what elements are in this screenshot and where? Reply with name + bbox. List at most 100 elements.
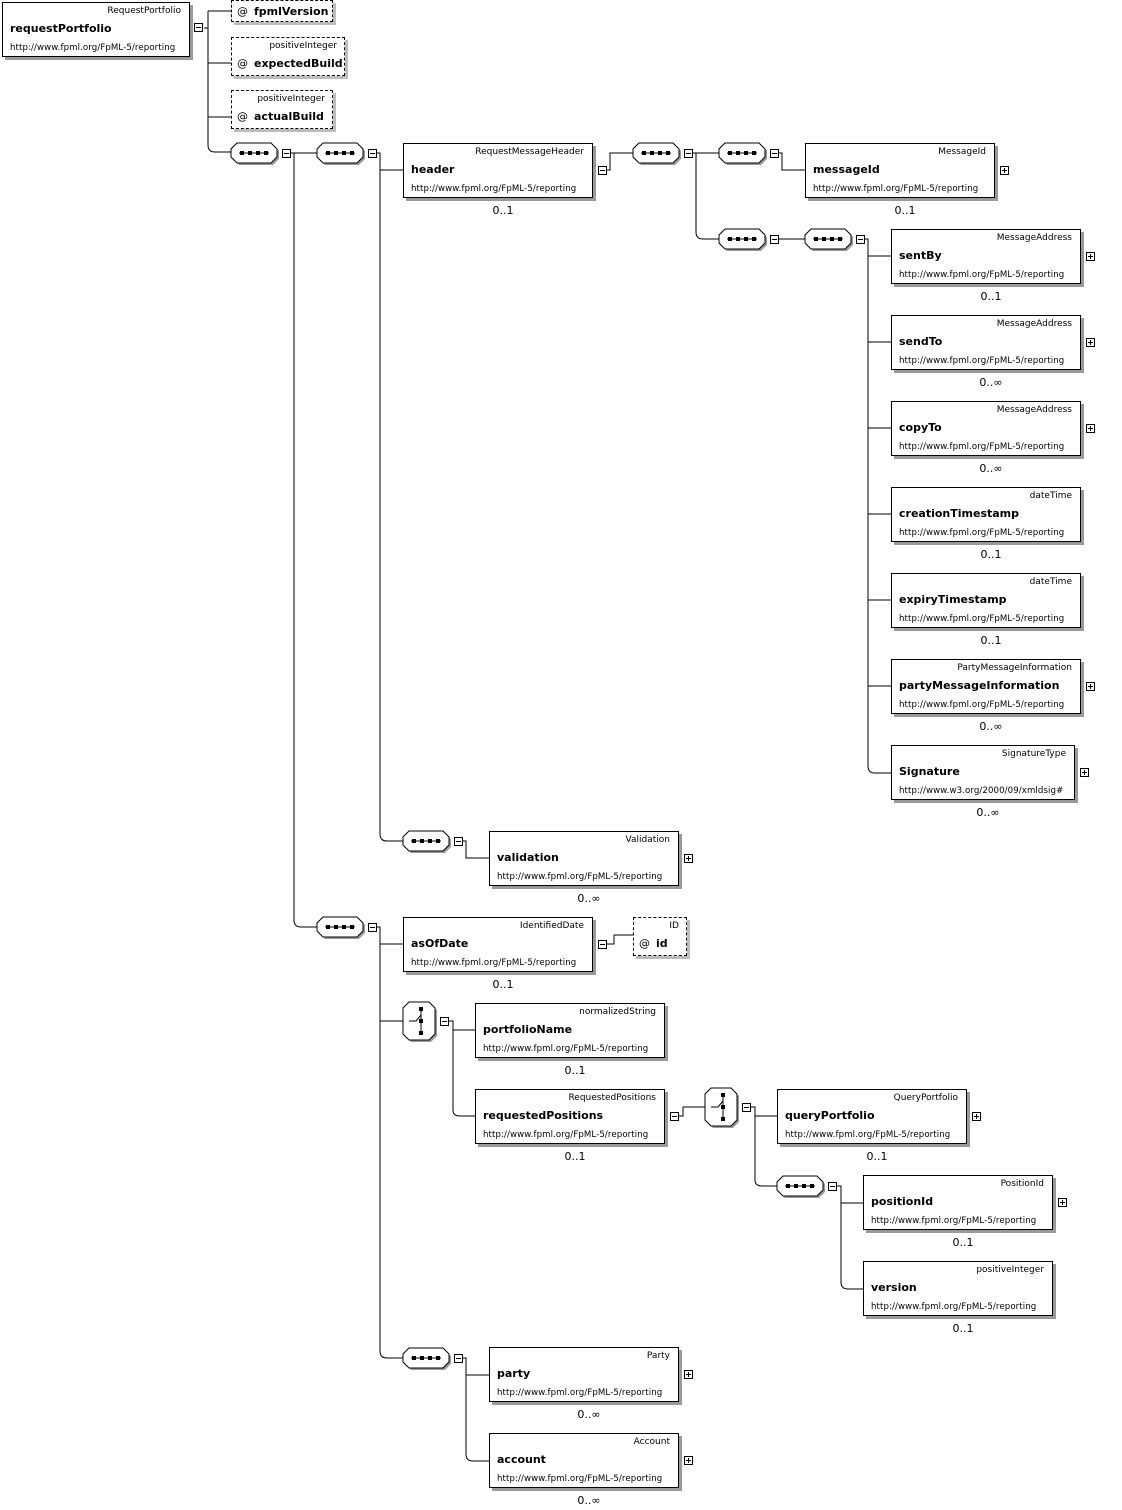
cardinality-label: 0..∞ — [979, 720, 1003, 733]
element-type: RequestedPositions — [568, 1093, 656, 1103]
sequence-compositor-icon[interactable] — [316, 142, 365, 165]
collapse-toggle-icon[interactable] — [828, 1182, 837, 1191]
element-name: Signature — [899, 765, 960, 778]
attribute-expectedBuild[interactable]: positiveInteger @expectedBuild — [231, 37, 345, 76]
cardinality-label: 0..∞ — [577, 892, 601, 905]
element-type: PositionId — [1000, 1179, 1044, 1189]
collapse-toggle-icon[interactable] — [194, 23, 203, 32]
sequence-compositor-icon[interactable] — [402, 830, 451, 853]
element-name: header — [411, 163, 455, 176]
attribute-fpmlVersion[interactable]: @fpmlVersion — [231, 0, 333, 22]
sequence-compositor-icon[interactable] — [804, 228, 853, 251]
element-name: messageId — [813, 163, 880, 176]
expand-toggle-icon[interactable] — [684, 1370, 693, 1379]
collapse-toggle-icon[interactable] — [454, 837, 463, 846]
attribute-id[interactable]: ID @id — [633, 917, 687, 956]
sequence-compositor-icon[interactable] — [776, 1175, 825, 1198]
element-type: PartyMessageInformation — [957, 663, 1072, 673]
element-type: MessageAddress — [996, 233, 1072, 243]
element-name: positionId — [871, 1195, 934, 1208]
sequence-compositor-icon[interactable] — [718, 228, 767, 251]
element-name: copyTo — [899, 421, 942, 434]
expand-toggle-icon[interactable] — [1086, 338, 1095, 347]
element-type: dateTime — [1029, 491, 1072, 501]
element-namespace: http://www.w3.org/2000/09/xmldsig# — [899, 786, 1064, 796]
cardinality-label: 0..1 — [564, 1150, 586, 1163]
expand-toggle-icon[interactable] — [972, 1112, 981, 1121]
expand-toggle-icon[interactable] — [684, 854, 693, 863]
element-type: MessageId — [938, 147, 986, 157]
expand-toggle-icon[interactable] — [1086, 424, 1095, 433]
element-namespace: http://www.fpml.org/FpML-5/reporting — [10, 43, 176, 53]
expand-toggle-icon[interactable] — [1000, 166, 1009, 175]
collapse-toggle-icon[interactable] — [598, 940, 607, 949]
attribute-name: id — [656, 937, 668, 950]
element-positionId[interactable]: PositionId positionId http://www.fpml.org/… — [863, 1175, 1053, 1230]
choice-compositor-icon[interactable] — [704, 1087, 739, 1128]
element-type: MessageAddress — [996, 405, 1072, 415]
collapse-toggle-icon[interactable] — [598, 166, 607, 175]
choice-compositor-icon[interactable] — [402, 1001, 437, 1042]
collapse-toggle-icon[interactable] — [282, 149, 291, 158]
element-namespace: http://www.fpml.org/FpML-5/reporting — [497, 1474, 663, 1484]
collapse-toggle-icon[interactable] — [684, 149, 693, 158]
sequence-compositor-icon[interactable] — [402, 1347, 451, 1370]
collapse-toggle-icon[interactable] — [368, 149, 377, 158]
sequence-compositor-icon[interactable] — [718, 142, 767, 165]
attribute-name: expectedBuild — [254, 57, 343, 70]
collapse-toggle-icon[interactable] — [856, 235, 865, 244]
cardinality-label: 0..∞ — [979, 462, 1003, 475]
expand-toggle-icon[interactable] — [1086, 682, 1095, 691]
attribute-actualBuild[interactable]: positiveInteger @actualBuild — [231, 90, 333, 129]
element-name: sendTo — [899, 335, 943, 348]
collapse-toggle-icon[interactable] — [742, 1103, 751, 1112]
element-requestPortfolio[interactable]: RequestPortfolio requestPortfolio http:/… — [2, 2, 190, 57]
expand-toggle-icon[interactable] — [1058, 1198, 1067, 1207]
element-type: MessageAddress — [996, 319, 1072, 329]
sequence-compositor-icon[interactable] — [230, 142, 279, 165]
cardinality-label: 0..∞ — [577, 1494, 601, 1507]
element-namespace: http://www.fpml.org/FpML-5/reporting — [871, 1216, 1037, 1226]
expand-toggle-icon[interactable] — [1086, 252, 1095, 261]
attribute-at-icon: @ — [237, 57, 248, 70]
collapse-toggle-icon[interactable] — [440, 1017, 449, 1026]
collapse-toggle-icon[interactable] — [770, 235, 779, 244]
sequence-compositor-icon[interactable] — [632, 142, 681, 165]
element-name: validation — [497, 851, 559, 864]
element-name: sentBy — [899, 249, 942, 262]
expand-toggle-icon[interactable] — [1080, 768, 1089, 777]
element-type: IdentifiedDate — [519, 921, 584, 931]
cardinality-label: 0..1 — [952, 1236, 974, 1249]
attribute-type: ID — [669, 921, 679, 931]
collapse-toggle-icon[interactable] — [368, 923, 377, 932]
collapse-toggle-icon[interactable] — [770, 149, 779, 158]
collapse-toggle-icon[interactable] — [454, 1354, 463, 1363]
element-name: queryPortfolio — [785, 1109, 875, 1122]
sequence-compositor-icon[interactable] — [316, 916, 365, 939]
element-namespace: http://www.fpml.org/FpML-5/reporting — [899, 528, 1065, 538]
element-name: requestPortfolio — [10, 22, 112, 35]
element-type: RequestMessageHeader — [475, 147, 584, 157]
collapse-toggle-icon[interactable] — [670, 1112, 679, 1121]
expand-toggle-icon[interactable] — [684, 1456, 693, 1465]
cardinality-label: 0..1 — [492, 204, 514, 217]
element-namespace: http://www.fpml.org/FpML-5/reporting — [785, 1130, 951, 1140]
element-type: normalizedString — [579, 1007, 656, 1017]
